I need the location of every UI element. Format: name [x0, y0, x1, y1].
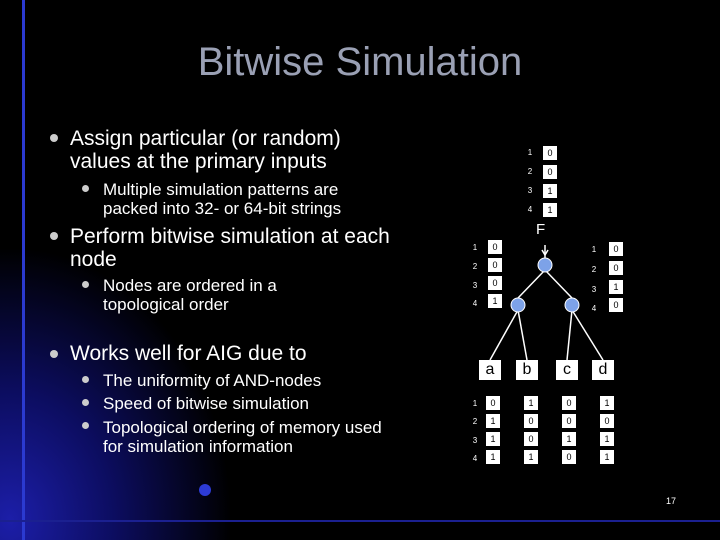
- input-node-d: d: [592, 360, 614, 380]
- right-node-value-cell: 0: [609, 261, 623, 275]
- row-label: 4: [472, 454, 478, 463]
- input-node-b: b: [516, 360, 538, 380]
- input-a-value-cell: 1: [486, 450, 500, 464]
- bullet-text: Perform bitwise simulation at each node: [70, 225, 390, 271]
- output-value-cell: 1: [543, 203, 557, 217]
- input-d-value-cell: 1: [600, 396, 614, 410]
- row-label: 1: [527, 148, 533, 157]
- input-node-a: a: [479, 360, 501, 380]
- input-d-value-cell: 0: [600, 414, 614, 428]
- input-a-value-cell: 0: [486, 396, 500, 410]
- input-c-value-cell: 0: [562, 450, 576, 464]
- row-label: 3: [472, 281, 478, 290]
- input-d-value-cell: 1: [600, 450, 614, 464]
- right-and-node: [564, 297, 580, 313]
- row-label: 1: [472, 243, 478, 252]
- input-node-c: c: [556, 360, 578, 380]
- sub-bullet-text: Topological ordering of memory used for …: [103, 418, 382, 456]
- right-node-value-cell: 0: [609, 298, 623, 312]
- input-b-value-cell: 0: [524, 414, 538, 428]
- output-value-cell: 0: [543, 146, 557, 160]
- left-node-value-cell: 0: [488, 258, 502, 272]
- bullet-marker: [50, 232, 58, 240]
- output-value-cell: 0: [543, 165, 557, 179]
- bullet-marker: [82, 376, 89, 383]
- left-and-node: [510, 297, 526, 313]
- sub-bullet-text: The uniformity of AND-nodes: [103, 371, 322, 390]
- page-number: 17: [666, 496, 677, 506]
- row-label: 1: [472, 399, 478, 408]
- row-label: 4: [591, 304, 597, 313]
- row-label: 4: [527, 205, 533, 214]
- output-label: F: [536, 221, 546, 238]
- sub-bullet-text: Speed of bitwise simulation: [103, 394, 310, 413]
- input-a-value-cell: 1: [486, 414, 500, 428]
- sub-bullet-text: Nodes are ordered in a topological order: [103, 276, 277, 314]
- row-label: 3: [591, 285, 597, 294]
- left-node-value-cell: 1: [488, 294, 502, 308]
- slide-title: Bitwise Simulation: [197, 40, 523, 84]
- bullet-marker: [82, 399, 89, 406]
- row-label: 4: [472, 299, 478, 308]
- bullet-marker: [82, 185, 89, 192]
- input-c-value-cell: 1: [562, 432, 576, 446]
- bullet-marker: [50, 134, 58, 142]
- input-b-value-cell: 0: [524, 432, 538, 446]
- input-a-value-cell: 1: [486, 432, 500, 446]
- sub-bullet-text: Multiple simulation patterns are packed …: [103, 180, 342, 218]
- row-label: 3: [472, 436, 478, 445]
- right-node-value-cell: 0: [609, 242, 623, 256]
- bullet-marker: [50, 350, 58, 358]
- row-label: 2: [591, 265, 597, 274]
- right-node-value-cell: 1: [609, 280, 623, 294]
- row-label: 2: [472, 262, 478, 271]
- decorative-line: [0, 520, 720, 522]
- left-node-value-cell: 0: [488, 240, 502, 254]
- bullet-marker: [82, 281, 89, 288]
- input-b-value-cell: 1: [524, 450, 538, 464]
- output-value-cell: 1: [543, 184, 557, 198]
- bullet-marker: [82, 422, 89, 429]
- decorative-line: [22, 0, 25, 540]
- bullet-text: Works well for AIG due to: [70, 342, 307, 365]
- row-label: 2: [527, 167, 533, 176]
- input-b-value-cell: 1: [524, 396, 538, 410]
- input-d-value-cell: 1: [600, 432, 614, 446]
- row-label: 2: [472, 417, 478, 426]
- input-c-value-cell: 0: [562, 414, 576, 428]
- input-c-value-cell: 0: [562, 396, 576, 410]
- output-and-node: [537, 257, 553, 273]
- decorative-dot: [199, 484, 211, 496]
- row-label: 3: [527, 186, 533, 195]
- left-node-value-cell: 0: [488, 276, 502, 290]
- bullet-text: Assign particular (or random) values at …: [70, 127, 341, 173]
- row-label: 1: [591, 245, 597, 254]
